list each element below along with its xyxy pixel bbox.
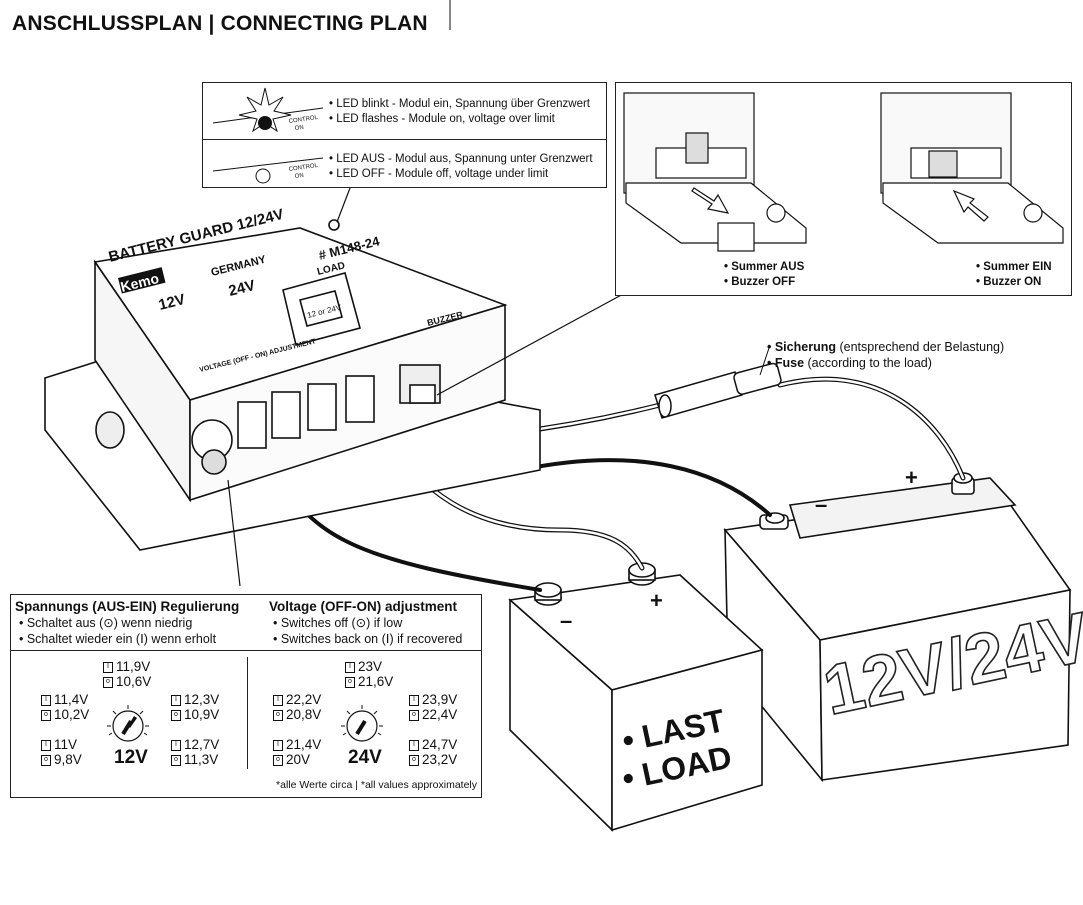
v12-lb-off: 9,8V (54, 752, 82, 767)
knob-24v-icon (341, 705, 383, 742)
svg-text:CONTROL: CONTROL (288, 115, 319, 125)
page-title: ANSCHLUSSPLAN | CONNECTING PLAN (12, 12, 428, 35)
v24-lt-on: 22,2V (286, 692, 322, 707)
fuse-en-rest: (according to the load) (804, 356, 932, 370)
fuse-de-bold: • Sicherung (767, 340, 836, 354)
adjust-en-1: • Switches off (⊙) if low (273, 616, 403, 630)
buzzer-on-de: • Summer EIN (976, 261, 1052, 273)
led-on-en: • LED flashes - Module on, voltage over … (329, 113, 555, 125)
v24-rt-on: 23,9V (422, 692, 458, 707)
led-info-box: CONTROL ON CONTROL ON • LED blinkt - Mod… (202, 82, 607, 188)
v24-lt-off: 20,8V (286, 707, 322, 722)
buzzer-off-de: • Summer AUS (724, 261, 805, 273)
knob-12v-icon (107, 705, 149, 742)
led-off-text: • LED AUS - Modul aus, Spannung unter Gr… (329, 152, 593, 182)
svg-text:ON: ON (294, 173, 304, 180)
buzzer-info-box: • Summer AUS • Buzzer OFF • Summer EIN •… (615, 82, 1072, 296)
knob-24v-label: 24V (348, 747, 382, 768)
buzzer-on-en: • Buzzer ON (976, 276, 1042, 288)
adjust-de-2: • Schaltet wieder ein (Ⅰ) wenn erholt (19, 632, 217, 646)
v12-lt-on: 11,4V (54, 692, 89, 707)
fuse-en-bold: • Fuse (767, 356, 805, 370)
v12-rb-on: 12,7V (184, 737, 220, 752)
v12-top-on: 11,9V (116, 659, 151, 674)
adjust-head-de: Spannungs (AUS-EIN) Regulierung (15, 599, 240, 614)
buzzer-illustration (623, 92, 1064, 252)
buzzer-on-text: • Summer EIN • Buzzer ON (976, 260, 1052, 290)
v24-lb-off: 20V (286, 752, 311, 767)
load-battery-minus: – (560, 608, 572, 633)
v24-rt-off: 22,4V (422, 707, 458, 722)
v24-rb-off: 23,2V (422, 752, 458, 767)
v24-top-on: 23V (358, 659, 383, 674)
v12-rt-off: 10,9V (184, 707, 220, 722)
v12-lt-off: 10,2V (54, 707, 90, 722)
led-off-icon (255, 168, 271, 184)
v12-top-off: 10,6V (116, 674, 152, 689)
led-on-de: • LED blinkt - Modul ein, Spannung über … (329, 98, 590, 110)
voltage-adjust-box: Spannungs (AUS-EIN) Regulierung Voltage … (10, 594, 482, 798)
led-illustration: CONTROL ON CONTROL ON (212, 87, 324, 184)
buzzer-off-en: • Buzzer OFF (724, 276, 796, 288)
adjust-footnote: *alle Werte circa | *all values approxim… (276, 779, 477, 791)
v24-rb-on: 24,7V (422, 737, 458, 752)
adjust-head-en: Voltage (OFF-ON) adjustment (269, 599, 457, 614)
main-battery-plus: + (905, 465, 918, 490)
led-on-text: • LED blinkt - Modul ein, Spannung über … (329, 97, 590, 127)
load-battery (508, 562, 764, 832)
v24-lb-on: 21,4V (286, 737, 322, 752)
led-flashing-icon (258, 116, 272, 130)
buzzer-off-text: • Summer AUS • Buzzer OFF (724, 260, 804, 290)
main-battery-minus: – (815, 492, 827, 517)
module-12v: 12V (157, 291, 187, 314)
v12-lb-on: 11V (54, 737, 78, 752)
adjust-desc-en: • Switches off (⊙) if low • Switches bac… (273, 615, 462, 647)
svg-text:ON: ON (294, 125, 304, 132)
fuse-de-rest: (entsprechend der Belastung) (835, 340, 1005, 354)
adjust-de-1: • Schaltet aus (⊙) wenn niedrig (19, 616, 193, 630)
knob-12v-label: 12V (114, 747, 148, 768)
adjust-desc-de: • Schaltet aus (⊙) wenn niedrig • Schalt… (19, 615, 216, 647)
v24-top-off: 21,6V (358, 674, 394, 689)
led-off-de: • LED AUS - Modul aus, Spannung unter Gr… (329, 153, 593, 165)
adjust-en-2: • Switches back on (Ⅰ) if recovered (273, 632, 463, 646)
module-24v: 24V (227, 277, 257, 300)
main-battery (723, 472, 1072, 783)
led-off-en: • LED OFF - Module off, voltage under li… (329, 168, 549, 180)
svg-text:CONTROL: CONTROL (288, 163, 319, 173)
fuse (654, 362, 782, 419)
fuse-label: • Sicherung (entsprechend der Belastung)… (767, 339, 1004, 371)
load-battery-plus: + (650, 588, 663, 613)
v12-rt-on: 12,3V (184, 692, 220, 707)
v12-rb-off: 11,3V (184, 752, 219, 767)
battery-guard-module (44, 219, 541, 551)
